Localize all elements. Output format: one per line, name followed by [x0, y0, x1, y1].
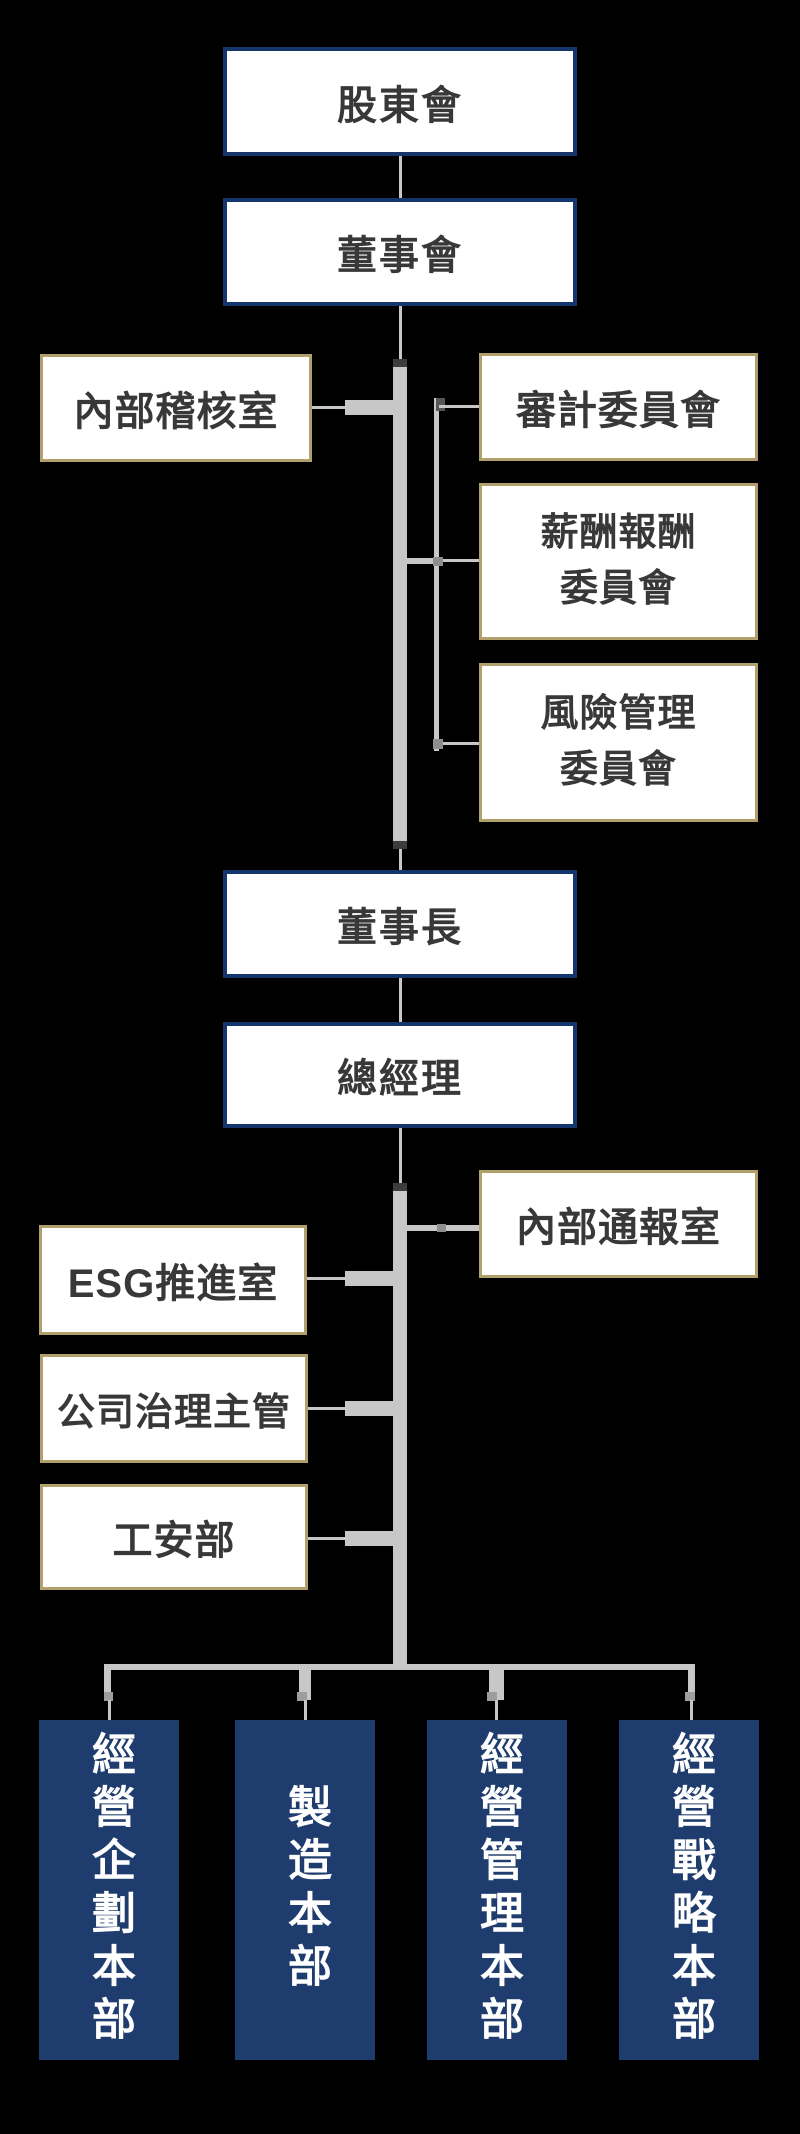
spine-bar-lower-cap-top [393, 1183, 407, 1191]
node-division-strategy-label: 經營戰略本部 [665, 1731, 714, 2049]
node-board-label: 董事會 [337, 234, 463, 278]
connector-chairman-president [398, 978, 402, 1022]
connector-compensation-mid [407, 558, 437, 564]
node-esg-office-label: ESG推進室 [67, 1262, 279, 1306]
node-division-manufacturing-label: 製造本部 [281, 1784, 330, 1996]
connector-esg-thick [345, 1271, 393, 1286]
spine-bar-upper-cap-top [393, 359, 407, 367]
connector-risk-thin [439, 742, 479, 745]
node-compensation-committee-label: 薪酬報酬 委員會 [540, 512, 697, 610]
node-safety-dept: 工安部 [40, 1484, 308, 1590]
node-audit-committee: 審計委員會 [479, 353, 758, 461]
connector-governance-thick [345, 1401, 393, 1416]
connector-internal-audit-thin [312, 406, 345, 409]
drop-division-4 [690, 1700, 693, 1720]
node-internal-reporting-label: 內部通報室 [516, 1206, 721, 1250]
node-president-label: 總經理 [337, 1057, 463, 1101]
connector-governance-thin [305, 1407, 345, 1410]
node-chairman-label: 董事長 [337, 906, 463, 950]
node-safety-dept-label: 工安部 [112, 1519, 236, 1563]
connector-compensation-tip [433, 557, 443, 566]
connector-compensation-thin [437, 559, 479, 562]
connector-shareholders-board [398, 156, 402, 198]
node-governance-officer: 公司治理主管 [40, 1354, 308, 1463]
connector-board-to-bar [398, 306, 402, 359]
node-division-manufacturing: 製造本部 [235, 1720, 375, 2060]
stub-division-4-tip [685, 1692, 695, 1701]
drop-division-2 [303, 1700, 307, 1720]
node-division-management: 經營管理本部 [427, 1720, 567, 2060]
connector-internal-audit-thick [345, 400, 393, 415]
committee-branch-line [434, 398, 439, 751]
node-risk-committee: 風險管理 委員會 [479, 663, 758, 822]
node-governance-officer-label: 公司治理主管 [56, 1392, 291, 1434]
connector-internal-reporting-tip [437, 1224, 446, 1232]
connector-esg-thin [307, 1277, 345, 1280]
node-internal-audit: 內部稽核室 [40, 354, 312, 462]
node-internal-audit-label: 內部稽核室 [73, 390, 279, 434]
node-compensation-committee: 薪酬報酬 委員會 [479, 483, 758, 640]
committee-branch-cap [436, 398, 445, 411]
node-shareholders: 股東會 [223, 47, 577, 156]
stub-division-3-tip [487, 1692, 497, 1701]
connector-safety-thin [305, 1537, 345, 1540]
stub-division-1 [104, 1670, 111, 1700]
spine-bar-upper-cap-bottom [393, 841, 407, 849]
node-division-management-label: 經營管理本部 [473, 1731, 522, 2049]
spine-bar-upper [393, 359, 407, 849]
connector-bar-chairman [398, 849, 402, 870]
node-esg-office: ESG推進室 [39, 1225, 307, 1335]
connector-risk-tip [433, 739, 443, 749]
node-internal-reporting: 內部通報室 [479, 1170, 758, 1278]
drop-division-1 [107, 1700, 111, 1720]
connector-president-to-bar [398, 1128, 402, 1183]
connector-safety-thick [345, 1531, 393, 1546]
spine-bar-lower [393, 1183, 407, 1670]
node-risk-committee-label: 風險管理 委員會 [540, 693, 697, 791]
stub-division-4 [688, 1670, 695, 1700]
node-chairman: 董事長 [223, 870, 577, 978]
node-division-planning: 經營企劃本部 [39, 1720, 179, 2060]
stub-division-1-tip [104, 1692, 113, 1701]
node-board: 董事會 [223, 198, 577, 306]
node-audit-committee-label: 審計委員會 [516, 389, 721, 433]
drop-division-3 [495, 1700, 498, 1720]
node-division-strategy: 經營戰略本部 [619, 1720, 759, 2060]
node-shareholders-label: 股東會 [337, 83, 463, 128]
node-division-planning-label: 經營企劃本部 [85, 1731, 134, 2049]
stub-division-2-tip [297, 1692, 307, 1701]
connector-audit-committee [439, 405, 479, 408]
node-president: 總經理 [223, 1022, 577, 1128]
distribution-line [104, 1664, 695, 1670]
